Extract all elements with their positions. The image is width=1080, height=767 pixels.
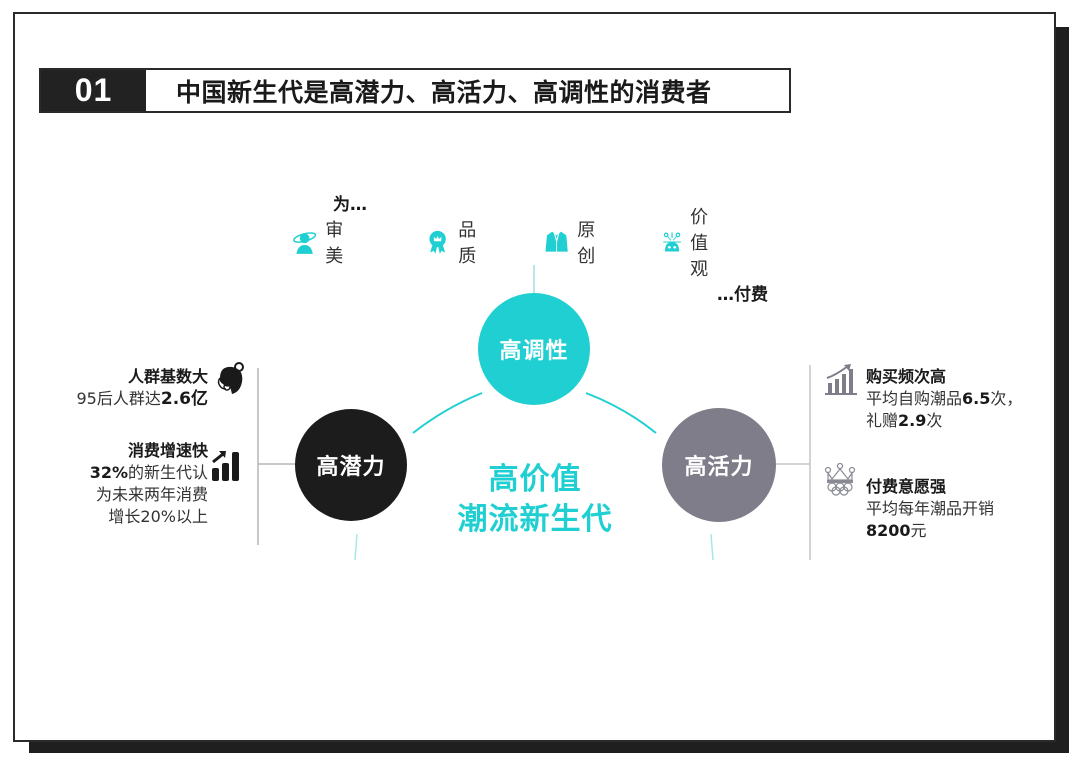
body-text: 平均自购潮品 xyxy=(866,389,963,408)
woman-head-icon xyxy=(217,362,244,394)
circle-high-tonality: 高调性 xyxy=(478,293,590,405)
left-item-body: 为未来两年消费 xyxy=(95,485,208,504)
right-item-body: 8200元 xyxy=(866,520,1036,542)
left-item-body: 32%的新生代认 xyxy=(90,462,208,484)
right-item-title: 购买频次高 xyxy=(866,367,947,386)
body-highlight: 2.9 xyxy=(898,411,927,430)
value-label: 品质 xyxy=(458,220,477,267)
value-label: 原创 xyxy=(577,220,596,267)
right-item-body: 平均自购潮品6.5次，礼赠2.9次 xyxy=(866,388,1036,432)
aesthetic-icon xyxy=(293,232,317,254)
left-item-title: 消费增速快 xyxy=(127,441,208,460)
value-item-aesthetic: 审美 xyxy=(292,220,352,267)
right-item-frequency: 购买频次高 平均自购潮品6.5次，礼赠2.9次 xyxy=(866,366,1036,432)
center-title: 高价值 潮流新生代 xyxy=(430,460,640,540)
left-item-population: 人群基数大 95后人群达2.6亿 xyxy=(77,366,209,410)
circle-high-potential: 高潜力 xyxy=(295,409,407,521)
left-item-body: 增长20%以上 xyxy=(108,507,208,526)
value-item-quality: 品质 xyxy=(425,220,485,267)
section-header: 01 中国新生代是高潜力、高活力、高调性的消费者 xyxy=(39,68,791,113)
center-title-line2: 潮流新生代 xyxy=(457,502,613,537)
right-item-body: 平均每年潮品开销 xyxy=(866,499,995,518)
value-label: 价值观 xyxy=(690,207,709,280)
left-item-growth: 消费增速快 32%的新生代认 为未来两年消费 增长20%以上 xyxy=(90,440,208,528)
body-highlight: 2.6亿 xyxy=(160,389,208,409)
body-highlight: 6.5 xyxy=(962,389,991,408)
body-highlight: 32% xyxy=(89,463,128,482)
values-network-icon xyxy=(663,232,681,252)
body-text: 的新生代认 xyxy=(127,463,208,482)
growth-bars-icon xyxy=(212,451,239,481)
pay-for-prefix: 为… xyxy=(333,195,367,215)
value-item-original: 原创 xyxy=(544,220,604,267)
jacket-icon xyxy=(545,231,568,252)
circle-high-vitality: 高活力 xyxy=(662,408,776,522)
value-label: 审美 xyxy=(325,220,344,267)
section-title: 中国新生代是高潜力、高活力、高调性的消费者 xyxy=(176,77,712,107)
body-text: 95后人群达 xyxy=(76,389,161,408)
right-item-title: 付费意愿强 xyxy=(866,477,947,496)
body-highlight: 8200 xyxy=(866,521,911,540)
body-text: 次 xyxy=(926,411,943,430)
quality-badge-icon xyxy=(429,230,446,254)
crown-rings-icon xyxy=(824,462,856,496)
value-item-values: 价值观 xyxy=(662,207,722,280)
section-number: 01 xyxy=(41,70,146,111)
left-item-body: 95后人群达2.6亿 xyxy=(77,388,209,410)
left-item-title: 人群基数大 xyxy=(127,367,208,386)
center-title-line1: 高价值 xyxy=(488,462,582,497)
growth-chart-icon xyxy=(825,364,857,395)
right-item-willingness: 付费意愿强 平均每年潮品开销 8200元 xyxy=(866,476,1036,542)
body-text: 元 xyxy=(910,521,927,540)
pay-for-suffix: …付费 xyxy=(717,285,768,305)
body-text: 次，礼赠 xyxy=(866,389,1023,430)
